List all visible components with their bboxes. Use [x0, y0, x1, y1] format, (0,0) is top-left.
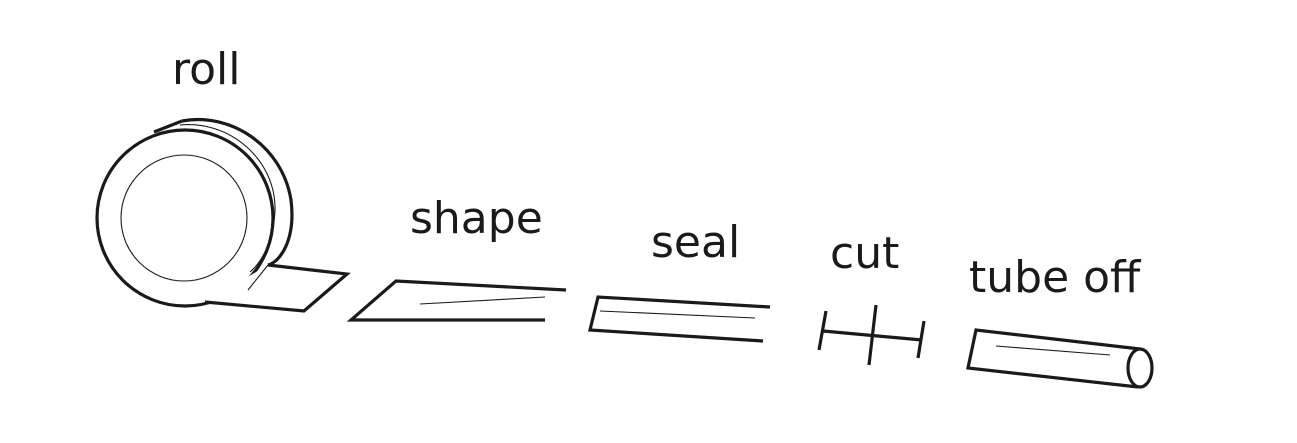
roll-step: roll	[95, 44, 351, 313]
cut-label: cut	[830, 228, 899, 279]
tube-icon	[966, 328, 1154, 389]
seal-icon	[587, 295, 771, 343]
cut-icon	[817, 304, 926, 366]
shape-label: shape	[410, 193, 543, 244]
seal-label: seal	[651, 217, 740, 268]
tube-off-step: tube off	[966, 252, 1154, 389]
shape-icon	[346, 279, 567, 322]
roll-label: roll	[172, 44, 241, 95]
tube-off-label: tube off	[969, 252, 1142, 303]
roll-icon	[95, 118, 351, 313]
shape-step: shape	[346, 193, 567, 322]
seal-step: seal	[587, 217, 771, 343]
cut-step: cut	[817, 228, 926, 366]
